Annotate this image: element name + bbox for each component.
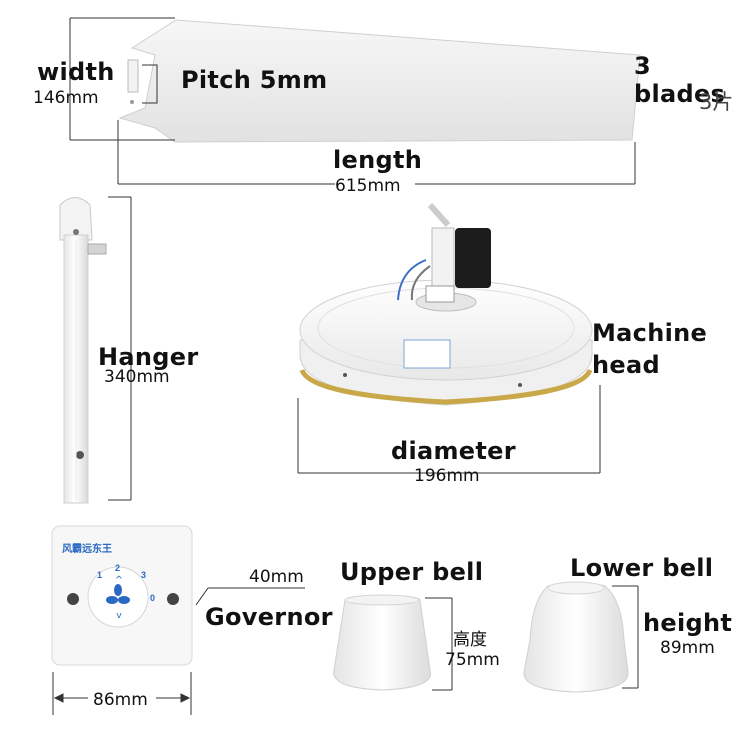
upper-bell-height-value: 75mm xyxy=(445,650,500,670)
governor-speed-3: 3 xyxy=(141,570,147,580)
lower-bell-height-label: height xyxy=(643,609,733,637)
governor-width-value: 86mm xyxy=(93,690,148,710)
diameter-label: diameter xyxy=(391,437,516,465)
blade-count-label: 3 blades xyxy=(634,52,726,108)
governor-switch-panel: ^ v xyxy=(51,525,193,666)
governor-speed-1: 1 xyxy=(97,570,103,580)
motor-machine-head xyxy=(299,202,593,406)
upper-bell-cover xyxy=(333,594,432,691)
blade-length-value: 615mm xyxy=(335,176,401,196)
blade-width-label: width xyxy=(37,58,115,86)
upper-bell-label: Upper bell xyxy=(340,558,484,586)
diameter-dimension-lines xyxy=(297,385,601,474)
lower-bell-cover xyxy=(523,581,629,693)
machine-head-label-line1: Machine xyxy=(592,319,708,347)
blade-pitch-label: Pitch 5mm xyxy=(181,66,328,94)
fan-icon xyxy=(106,584,130,604)
governor-speed-2: 2 xyxy=(115,563,121,573)
governor-depth-value: 40mm xyxy=(249,567,304,587)
hanger-value: 340mm xyxy=(104,367,170,387)
upper-bell-dimension-lines xyxy=(425,597,453,691)
fan-blade xyxy=(118,19,641,143)
governor-label: Governor xyxy=(205,603,333,631)
blade-length-label: length xyxy=(333,146,423,174)
governor-dimension-lines xyxy=(52,587,305,715)
upper-bell-height-cn: 高度 xyxy=(453,630,487,650)
hanger-label: Hanger xyxy=(98,343,199,371)
machine-head-label-line2: head xyxy=(592,351,660,379)
diameter-value: 196mm xyxy=(414,466,480,486)
blade-width-value: 146mm xyxy=(33,88,99,108)
governor-speed-0: 0 xyxy=(150,593,156,603)
svg-text:^: ^ xyxy=(115,575,123,586)
hanger-rod xyxy=(59,197,107,504)
governor-brand: 风霸远东王 xyxy=(62,544,112,555)
lower-bell-height-value: 89mm xyxy=(660,638,715,658)
svg-text:v: v xyxy=(116,611,122,621)
blade-dimension-lines xyxy=(69,17,636,185)
lower-bell-dimension-lines xyxy=(612,585,639,689)
blade-count-cn: 3片 xyxy=(699,90,734,114)
lower-bell-label: Lower bell xyxy=(570,554,714,582)
hanger-dimension-lines xyxy=(108,196,132,501)
